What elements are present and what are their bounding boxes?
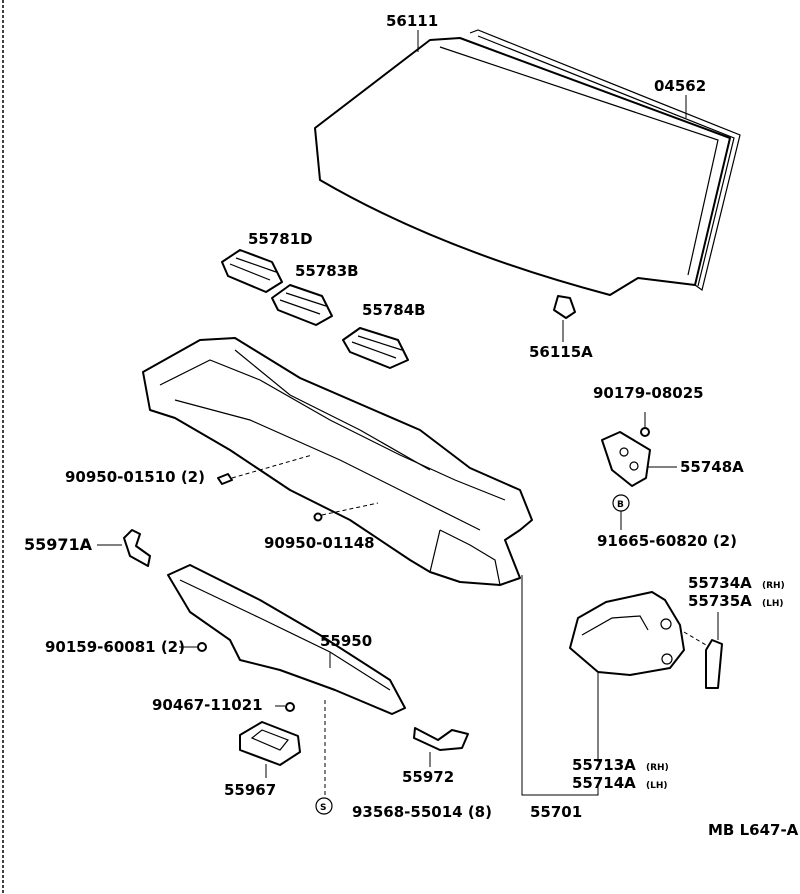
label-55781d: 55781D (248, 230, 313, 248)
leader-90950-01148 (321, 502, 379, 516)
seal-55734a (705, 639, 723, 689)
cowl-panel (142, 337, 533, 586)
label-55713a: 55713A (572, 756, 636, 774)
stopper-56115a (553, 295, 576, 319)
bracket-55748a (601, 431, 651, 487)
label-55971a: 55971A (24, 535, 93, 554)
label-91665-60820: 91665-60820 (2) (597, 532, 737, 550)
label-90467-11021: 90467-11021 (152, 696, 263, 714)
hose-55971a (123, 529, 151, 567)
label-55950: 55950 (320, 632, 372, 650)
clip-90950-01510 (217, 473, 233, 485)
seal-55783b (271, 284, 333, 326)
leader-55734a (683, 631, 707, 646)
hose-55972 (413, 727, 469, 751)
label-55735a-lh: (LH) (762, 599, 784, 609)
svg-text:S: S (320, 803, 326, 813)
mark-b: B (612, 494, 630, 512)
label-90950-01510: 90950-01510 (2) (65, 468, 205, 486)
label-55701: 55701 (530, 803, 582, 821)
label-55784b: 55784B (362, 301, 426, 319)
label-55783b: 55783B (295, 262, 359, 280)
bolt-90467-11021 (285, 702, 295, 712)
lower-panel-55950 (167, 564, 406, 715)
label-04562: 04562 (654, 77, 706, 95)
label-55972: 55972 (402, 768, 454, 786)
windshield-molding (469, 29, 741, 292)
seal-55784b (342, 327, 409, 369)
label-55714a-lh: (LH) (646, 781, 668, 791)
seal-55781d (221, 249, 283, 293)
label-55714a: 55714A (572, 774, 636, 792)
screw-90179-08025 (640, 427, 650, 437)
grommet-55967 (239, 721, 301, 766)
label-90950-01148: 90950-01148 (264, 534, 375, 552)
diagram-code: MB L647-A (708, 821, 799, 839)
clip-90950-01148 (313, 512, 323, 522)
label-56111: 56111 (386, 12, 438, 30)
label-90179-08025: 90179-08025 (593, 384, 704, 402)
label-55734a-rh: (RH) (762, 581, 785, 591)
label-56115a: 56115A (529, 343, 593, 361)
bolt-90159-60081 (197, 642, 207, 652)
label-55713a-rh: (RH) (646, 763, 669, 773)
side-panel-55713a (569, 591, 685, 676)
windshield-glass (314, 37, 731, 296)
label-55734a: 55734A (688, 574, 752, 592)
label-93568-55014: 93568-55014 (8) (352, 803, 492, 821)
label-90159-60081: 90159-60081 (2) (45, 638, 185, 656)
mark-s: S (315, 797, 333, 815)
label-55735a: 55735A (688, 592, 752, 610)
leader-55701 (521, 575, 599, 796)
label-55967: 55967 (224, 781, 276, 799)
svg-text:B: B (617, 500, 624, 510)
label-55748a: 55748A (680, 458, 744, 476)
